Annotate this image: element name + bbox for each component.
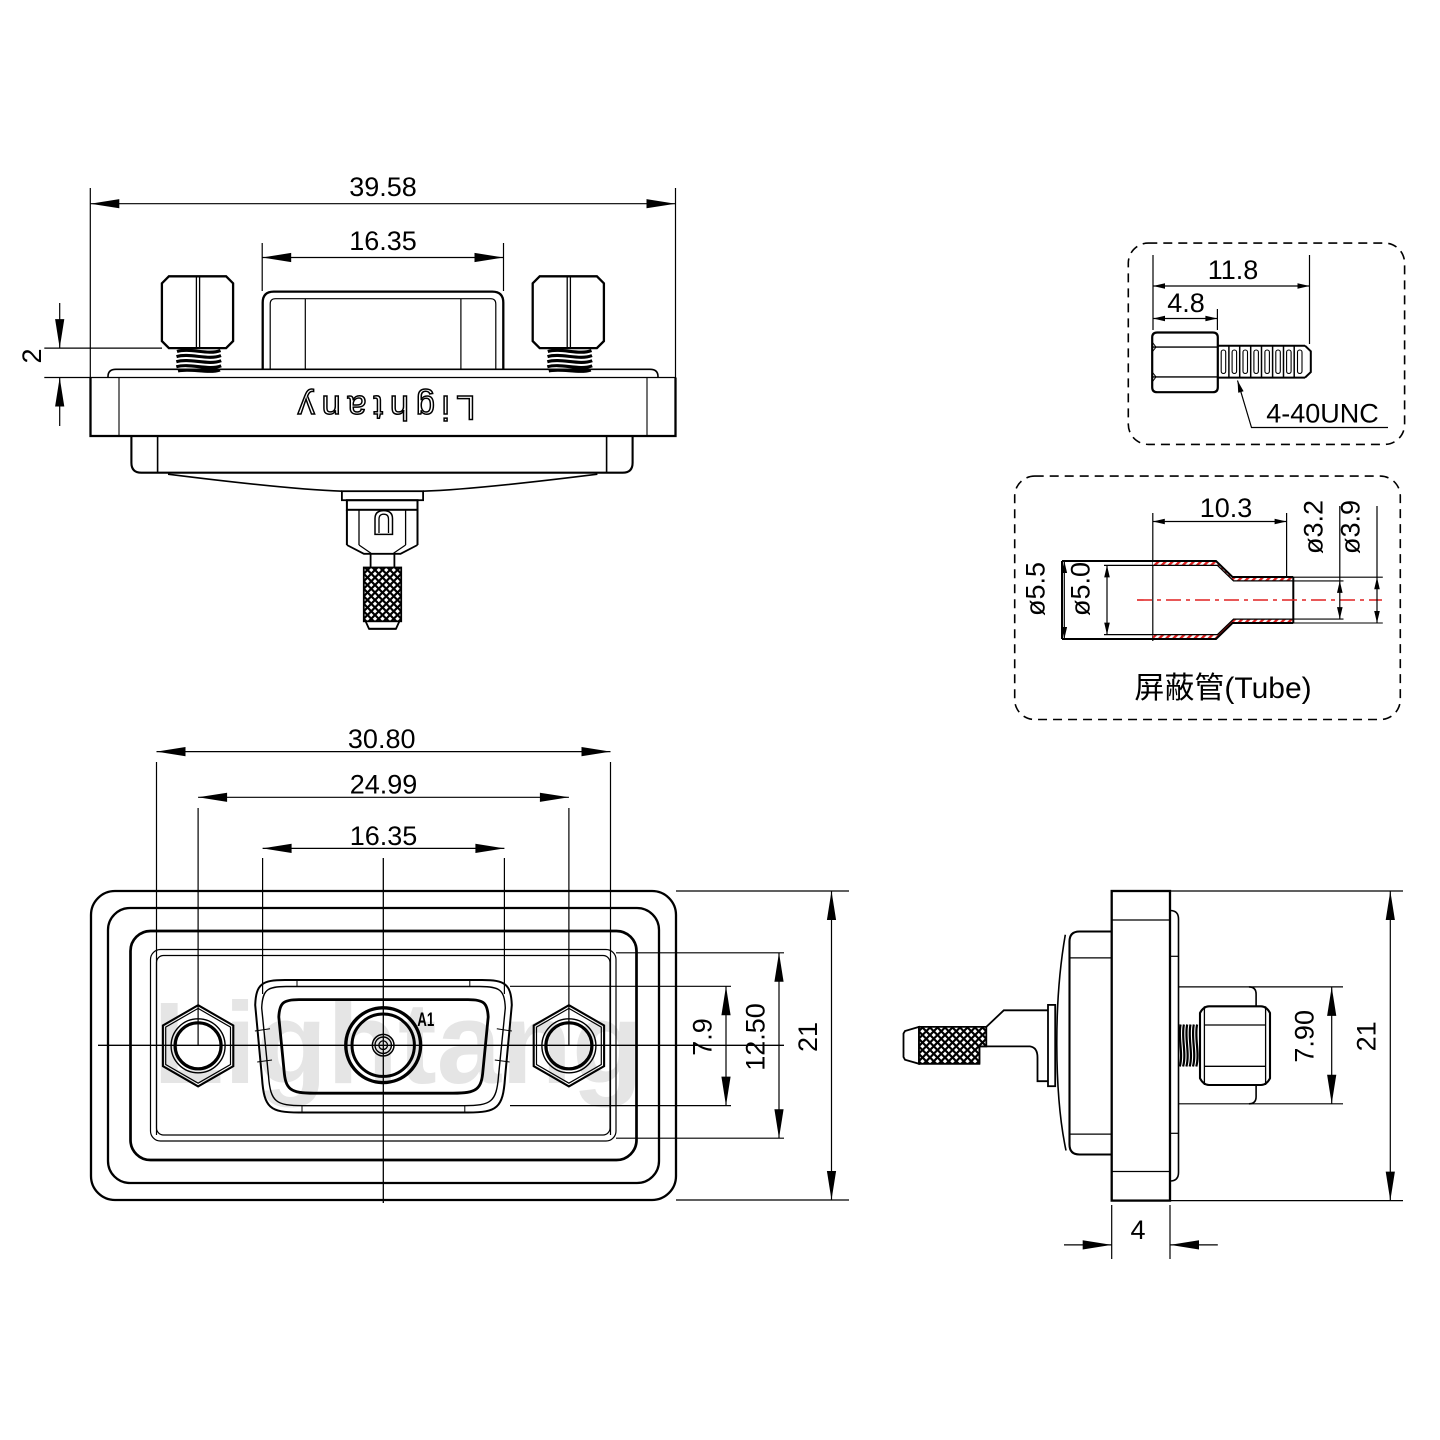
svg-text:24.99: 24.99: [350, 770, 418, 800]
svg-text:7.9: 7.9: [688, 1018, 718, 1056]
svg-text:4: 4: [1130, 1215, 1145, 1245]
svg-text:21: 21: [1352, 1021, 1382, 1051]
svg-text:30.80: 30.80: [348, 724, 416, 754]
svg-text:A1: A1: [417, 1009, 434, 1031]
svg-text:12.50: 12.50: [741, 1003, 771, 1071]
svg-text:11.8: 11.8: [1208, 255, 1259, 285]
svg-text:16.35: 16.35: [350, 821, 418, 851]
svg-text:屏蔽管(Tube): 屏蔽管(Tube): [1134, 672, 1311, 705]
svg-text:ø5.5: ø5.5: [1021, 562, 1051, 616]
svg-text:ø3.9: ø3.9: [1336, 500, 1366, 554]
svg-text:10.3: 10.3: [1200, 493, 1253, 523]
svg-text:Lightany: Lightany: [291, 388, 476, 426]
svg-text:39.58: 39.58: [349, 172, 417, 202]
svg-text:7.90: 7.90: [1290, 1010, 1320, 1063]
svg-text:16.35: 16.35: [349, 226, 417, 256]
svg-text:21: 21: [793, 1022, 823, 1052]
svg-text:2: 2: [17, 348, 47, 363]
svg-text:4.8: 4.8: [1167, 288, 1205, 318]
svg-text:ø5.0: ø5.0: [1066, 562, 1096, 616]
svg-text:ø3.2: ø3.2: [1299, 500, 1329, 554]
svg-text:4-40UNC: 4-40UNC: [1266, 399, 1379, 429]
